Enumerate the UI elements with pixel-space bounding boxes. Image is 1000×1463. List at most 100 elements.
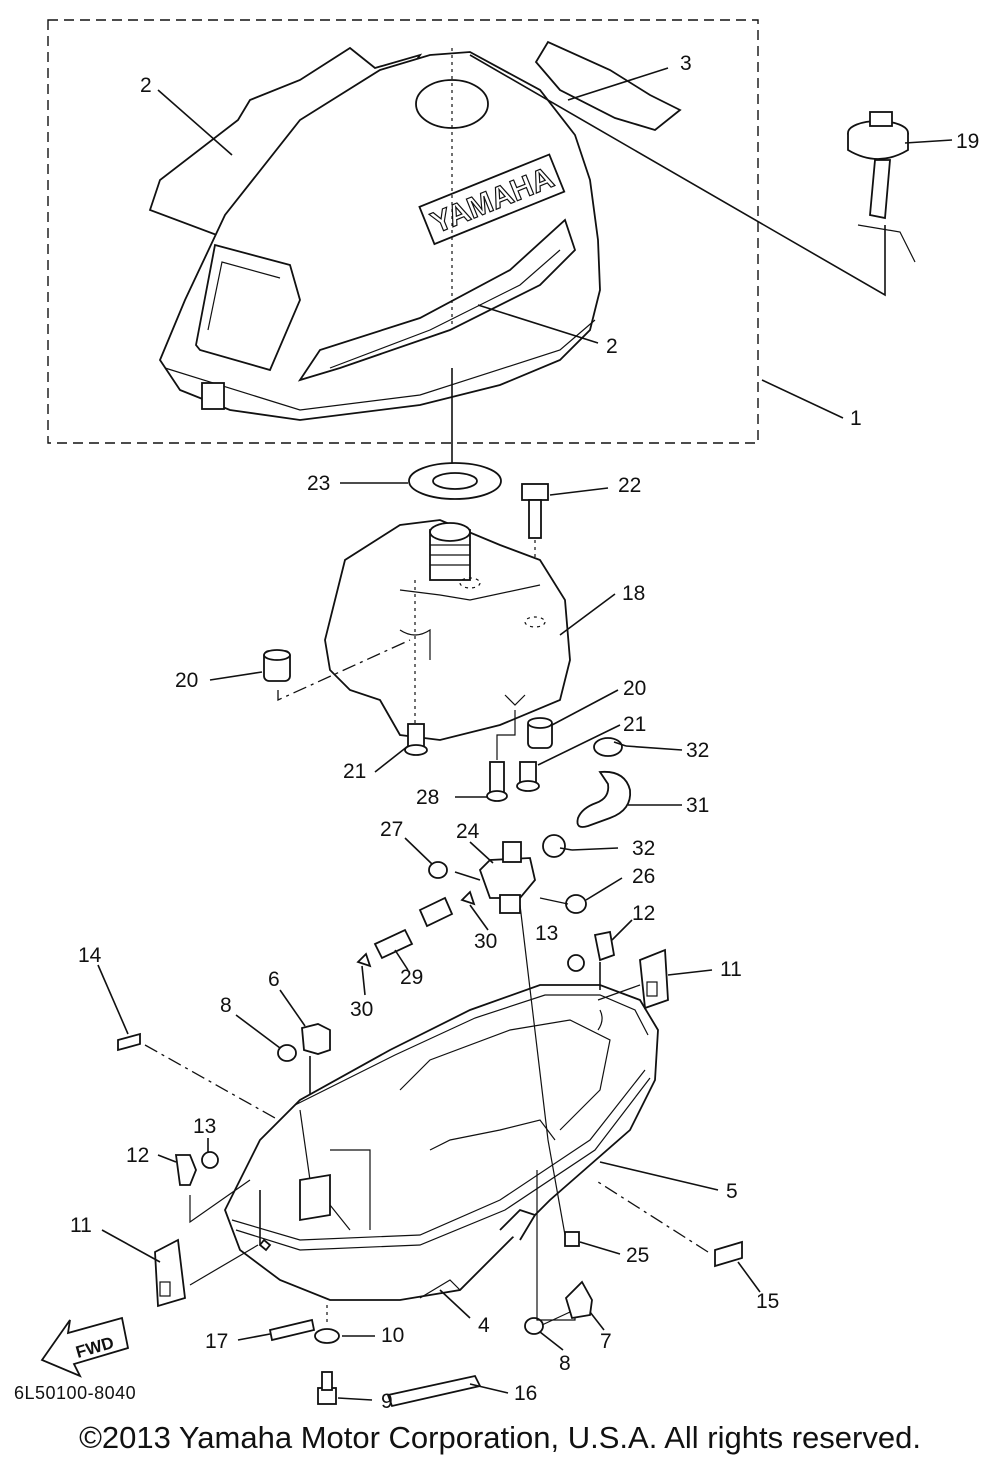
fuel-cap-part bbox=[847, 111, 916, 263]
fuel-tank-bracket bbox=[399, 628, 431, 660]
callout-labels: 2 3 19 2 1 23 22 18 20 20 21 32 21 28 31… bbox=[70, 52, 979, 1413]
hose-piece-left bbox=[373, 928, 414, 960]
clip-upper-ring bbox=[593, 737, 623, 757]
fuel-hose-part bbox=[576, 770, 632, 828]
callout-20b: 20 bbox=[623, 677, 646, 700]
damper-left-reference bbox=[277, 639, 411, 702]
callout-20a: 20 bbox=[175, 669, 198, 692]
copyright-notice: ©2013 Yamaha Motor Corporation, U.S.A. A… bbox=[79, 1420, 921, 1455]
screw-26-axis bbox=[539, 897, 569, 905]
bolt-9-shank bbox=[321, 1371, 333, 1391]
bracket-left-12 bbox=[174, 1154, 197, 1186]
top-cowling-assembly: YAMAHA bbox=[47, 19, 886, 470]
callout-11a: 11 bbox=[720, 958, 742, 981]
callout-19: 19 bbox=[956, 130, 979, 153]
fuel-cap-knob bbox=[869, 111, 893, 127]
callout-16: 16 bbox=[514, 1382, 537, 1405]
cowl-latch bbox=[201, 382, 225, 410]
leader-11b bbox=[101, 1229, 161, 1263]
damper-left-top bbox=[263, 649, 291, 661]
bottom-cowl-fastener bbox=[258, 1238, 272, 1252]
callout-25: 25 bbox=[626, 1244, 649, 1267]
bracket-right-12 bbox=[593, 930, 616, 962]
clamp-left-30 bbox=[356, 952, 372, 968]
screw-8-left bbox=[277, 1044, 297, 1062]
leader-3 bbox=[567, 67, 669, 101]
clip-7-reference bbox=[536, 1170, 576, 1321]
leader-21b bbox=[537, 724, 621, 766]
callout-15: 15 bbox=[756, 1290, 779, 1313]
leader-27 bbox=[404, 837, 433, 865]
callout-9: 9 bbox=[381, 1390, 393, 1413]
callout-28: 28 bbox=[416, 786, 439, 809]
collar-right-flange bbox=[516, 780, 540, 792]
clip-lower-tab bbox=[559, 847, 573, 851]
pin-reference-line bbox=[496, 710, 516, 760]
callout-30b: 30 bbox=[350, 998, 373, 1021]
fuel-tank-bolt-hole bbox=[524, 616, 546, 628]
bolt-part-9 bbox=[317, 1371, 337, 1405]
bottom-cowl-gasket-line bbox=[429, 1119, 556, 1151]
leader-11a bbox=[667, 969, 713, 976]
damper-right-part bbox=[527, 717, 553, 749]
callout-31: 31 bbox=[686, 794, 709, 817]
callout-17: 17 bbox=[205, 1330, 228, 1353]
damper-left-part bbox=[263, 639, 411, 702]
fuel-line-route bbox=[519, 904, 566, 1236]
fuel-cap-gasket-line bbox=[857, 224, 916, 263]
decal-right-outline bbox=[534, 40, 682, 131]
fuel-cock-valve bbox=[502, 841, 522, 863]
leader-18 bbox=[559, 593, 616, 636]
leader-20b bbox=[551, 689, 619, 726]
strip-part-16 bbox=[386, 1374, 482, 1408]
callout-21a: 21 bbox=[343, 760, 366, 783]
label-part-14 bbox=[117, 1032, 141, 1052]
fuel-tank-mount-hole bbox=[459, 577, 481, 589]
callout-13a: 13 bbox=[193, 1115, 216, 1138]
clip-upper-tab bbox=[613, 741, 627, 747]
assembly-dashed-frame bbox=[47, 19, 759, 444]
latch-right-slot bbox=[646, 981, 658, 997]
callout-29: 29 bbox=[400, 966, 423, 989]
callout-12b: 12 bbox=[632, 902, 655, 925]
leader-8a bbox=[235, 1014, 281, 1049]
nipple-part-27 bbox=[428, 861, 448, 879]
clip-lower-ring bbox=[542, 834, 566, 858]
callout-3: 3 bbox=[680, 52, 692, 75]
screw-13-right bbox=[567, 954, 585, 972]
screw-8-right bbox=[524, 1317, 544, 1335]
callout-21b: 21 bbox=[623, 713, 646, 736]
leader-19 bbox=[904, 139, 953, 144]
leader-32a bbox=[625, 745, 683, 751]
callout-12a: 12 bbox=[126, 1144, 149, 1167]
leader-5 bbox=[599, 1161, 719, 1191]
top-cowl-rim-line bbox=[164, 319, 596, 411]
bottom-cowl-inner-wall bbox=[399, 1019, 611, 1131]
fuel-tank-body bbox=[324, 519, 571, 741]
callout-30a: 30 bbox=[474, 930, 497, 953]
fuel-tank-ridge bbox=[399, 584, 541, 601]
callout-18: 18 bbox=[622, 582, 645, 605]
hose-piece-right bbox=[418, 896, 454, 928]
callout-22: 22 bbox=[618, 474, 641, 497]
leader-2b bbox=[477, 304, 599, 344]
callout-11b: 11 bbox=[70, 1214, 92, 1237]
latch-right-reference bbox=[597, 984, 641, 1001]
bolt-shank bbox=[528, 499, 542, 539]
damper-right-top bbox=[527, 717, 553, 729]
latch-left-reference bbox=[189, 1244, 259, 1286]
fuel-cock-inlet-line bbox=[454, 871, 481, 881]
clip-7-screw-axis bbox=[541, 1311, 571, 1326]
callout-leaders bbox=[97, 67, 953, 1401]
leader-12b bbox=[611, 919, 633, 941]
clip-part-6 bbox=[301, 1023, 331, 1095]
clip-upper-part bbox=[593, 737, 627, 757]
bracket-left-reference bbox=[189, 1179, 251, 1224]
forward-direction-arrow: FWD bbox=[40, 1316, 130, 1378]
clip-part-7 bbox=[564, 1280, 593, 1320]
label-14-reference bbox=[144, 1044, 276, 1119]
screw-13-left bbox=[201, 1151, 219, 1169]
latch-left-11 bbox=[154, 1238, 186, 1308]
fuel-tank-neck-thread bbox=[430, 544, 470, 566]
leader-9 bbox=[337, 1397, 373, 1401]
